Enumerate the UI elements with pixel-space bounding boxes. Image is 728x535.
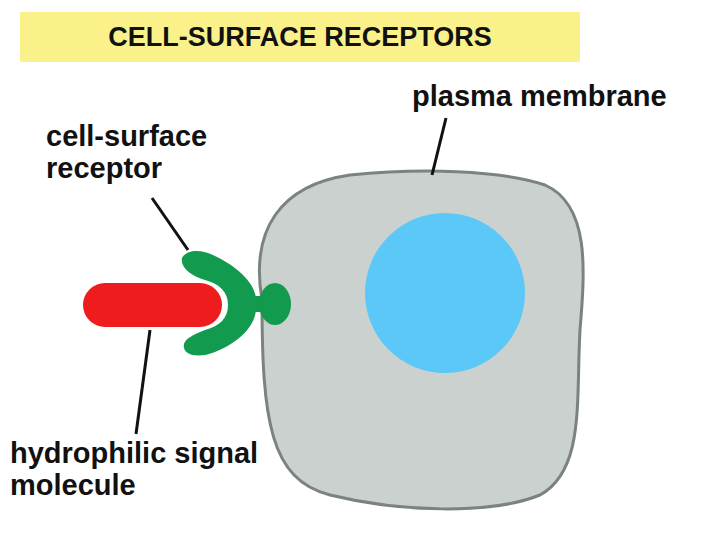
receptor xyxy=(182,251,256,356)
nucleus xyxy=(365,213,525,373)
leader-line xyxy=(432,118,446,175)
receptor-anchor xyxy=(259,283,291,325)
part-label: plasma membrane xyxy=(412,80,724,112)
part-label: cell-surface receptor xyxy=(46,120,261,185)
signal-molecule xyxy=(83,283,222,327)
title-text: CELL-SURFACE RECEPTORS xyxy=(20,12,580,62)
leader-line xyxy=(152,198,188,250)
leader-line xyxy=(136,330,150,434)
cell-body xyxy=(259,171,583,509)
part-label: hydrophilic signal molecule xyxy=(10,437,330,502)
